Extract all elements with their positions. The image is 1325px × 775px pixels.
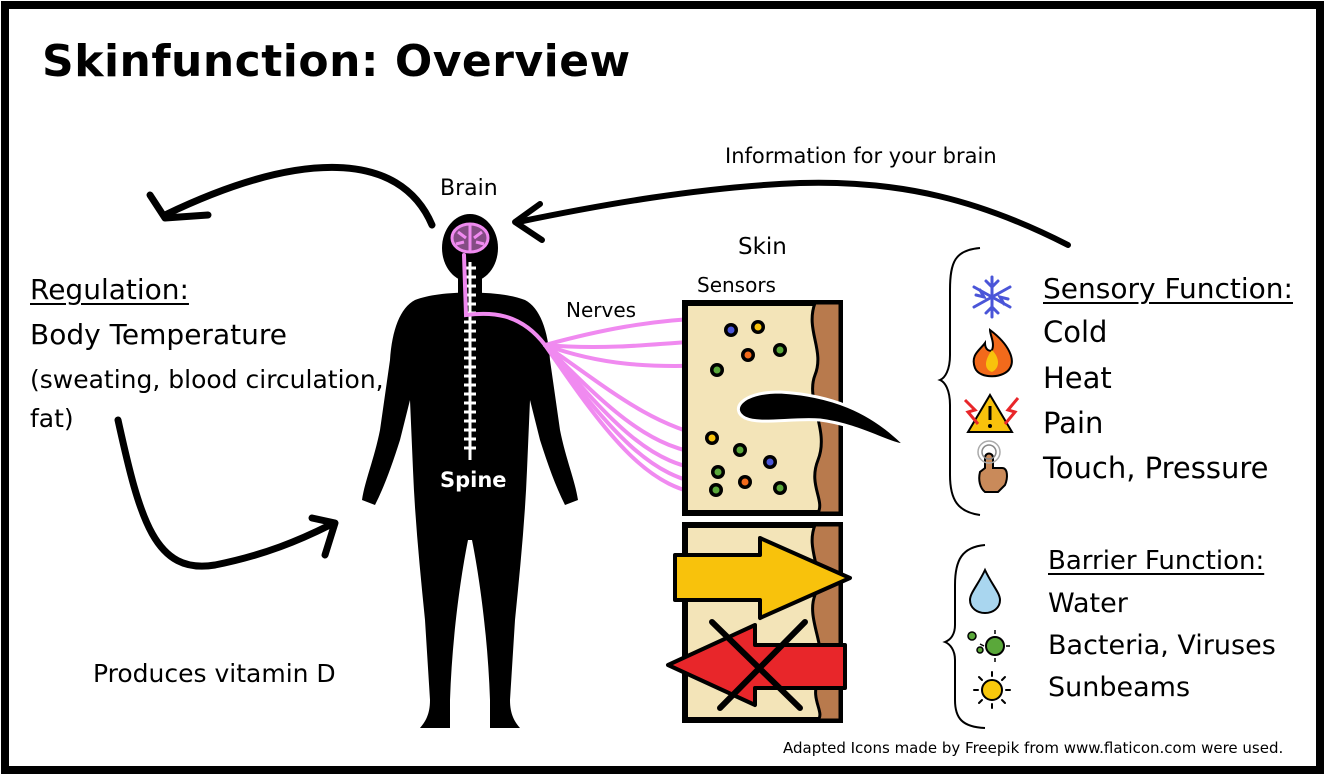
information-label: Information for your brain [725,144,997,168]
credit-note: Adapted Icons made by Freepik from www.f… [783,739,1284,757]
sensors-label: Sensors [697,273,776,297]
sensory-item-touch: Touch, Pressure [1043,451,1269,485]
vitamin-d-label: Produces vitamin D [93,659,336,688]
arrow-brain-to-regulation [146,163,436,229]
page-title: Skinfunction: Overview [42,36,631,87]
barrier-brace [942,544,986,729]
sensor-dot-core [708,434,716,442]
sensor-dot-core [776,484,784,492]
sensory-function-heading: Sensory Function: [1043,272,1293,305]
barrier-item-bacteria: Bacteria, Viruses [1048,630,1276,661]
sensor-dot-core [776,346,784,354]
sensor-dot-core [714,468,722,476]
sun-icon [973,671,1011,709]
nerves-label: Nerves [566,298,637,322]
skin-sensor-block [682,300,909,516]
skin-label: Skin [738,234,787,260]
regulation-heading: Regulation: [30,273,189,306]
sensory-item-cold: Cold [1043,315,1108,349]
sensor-dots [705,320,787,497]
sensor-dot-core [754,323,762,331]
bacteria-icon [967,630,1010,662]
sensor-dot-core [736,446,744,454]
brain-icon [450,222,490,254]
sensor-dot-core [744,351,752,359]
sensory-item-heat: Heat [1043,361,1112,395]
sensory-item-pain: Pain [1043,406,1104,440]
touch-hand-icon [977,440,1008,493]
barrier-item-sunbeams: Sunbeams [1048,672,1191,703]
barrier-item-water: Water [1048,588,1128,619]
sensor-dot-core [713,366,721,374]
flame-icon [972,327,1013,378]
sensor-dot-core [766,458,774,466]
pain-warning-icon [963,393,1020,433]
sensor-dot-core [712,486,720,494]
sensory-brace [937,247,981,516]
arrow-regulation-to-body [114,416,339,570]
spine-label: Spine [440,468,507,492]
barrier-function-heading: Barrier Function: [1048,546,1265,576]
arrow-information-to-brain [512,179,1071,248]
brain-label: Brain [440,176,498,201]
arrow-inward-yellow [673,536,852,620]
sensor-dot-core [727,326,735,334]
regulation-line-2: (sweating, blood circulation, [30,365,384,394]
sensor-dot-core [741,478,749,486]
arrow-outward-red-crossed [666,619,847,711]
regulation-line-1: Body Temperature [30,318,287,351]
snowflake-icon [972,275,1012,319]
water-drop-icon [968,567,1002,615]
regulation-line-3: fat) [30,404,74,433]
